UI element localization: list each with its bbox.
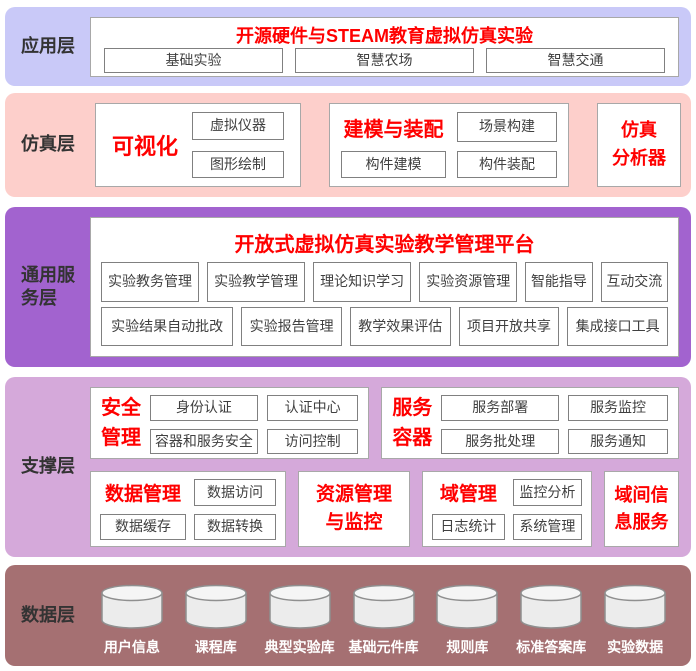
database-label: 标准答案库 [516,639,587,655]
application-items-row: 基础实验 智慧农场 智慧交通 [104,47,665,73]
service-container-title: 服务 容器 [392,397,433,449]
database-label: 典型实验库 [264,639,335,655]
service-platform-title: 开放式虚拟仿真实验教学管理平台 [234,234,535,256]
service-row-2: 实验结果自动批改 实验报告管理 教学效果评估 项目开放共享 集成接口工具 [101,306,668,346]
database-icon [101,584,163,629]
database-label: 课程库 [194,639,237,655]
database-icon [185,584,247,629]
visualization-item-virtual-instrument: 虚拟仪器 [192,112,284,140]
domain-item-monitor-analysis: 监控分析 [512,479,582,506]
resource-monitoring-panel: 资源管理 与监控 [298,471,410,547]
layer-simulation: 仿真层 可视化 虚拟仪器 图形绘制 建模与装配 场景构建 构件建模 构件装配 仿… [5,93,691,197]
visualization-title: 可视化 [111,134,178,159]
database-label: 规则库 [446,639,489,655]
support-row-2: 数据管理 数据访问 数据缓存 数据转换 资源管理 与监控 域管理 监控分析 日志… [90,471,679,547]
application-panel: 开源硬件与STEAM教育虚拟仿真实验 基础实验 智慧农场 智慧交通 [90,16,679,77]
container-item-deployment: 服务部署 [441,395,560,421]
service-item-open-sharing: 项目开放共享 [458,306,560,346]
service-item-resource-mgmt: 实验资源管理 [419,262,518,302]
security-item-access-control: 访问控制 [266,428,359,454]
simulation-analyzer-title: 仿真 分析器 [612,120,666,168]
service-row-1: 实验教务管理 实验教学管理 理论知识学习 实验资源管理 智能指导 互动交流 [101,262,668,302]
database-icon [352,584,415,629]
security-mgmt-panel: 安全 管理 身份认证 认证中心 容器和服务安全 访问控制 [90,387,370,459]
database-group: 标准答案库 [509,574,593,657]
modeling-assembly-panel: 建模与装配 场景构建 构件建模 构件装配 [329,103,569,187]
layer-application-label: 应用层 [21,35,75,56]
database-group: 用户信息 [90,574,174,657]
support-row-1: 安全 管理 身份认证 认证中心 容器和服务安全 访问控制 服务 容器 [90,387,679,459]
layer-support-label: 支撑层 [21,456,75,477]
layer-support: 支撑层 安全 管理 身份认证 认证中心 容器和服务安全 访问控制 [5,377,691,557]
service-item-effect-evaluation: 教学效果评估 [349,306,451,346]
application-title: 开源硬件与STEAM教育虚拟仿真实验 [236,25,533,46]
service-item-interaction: 互动交流 [600,262,668,302]
security-item-container-security: 容器和服务安全 [150,428,258,454]
domain-item-system-mgmt: 系统管理 [512,514,582,540]
layer-application: 应用层 开源硬件与STEAM教育虚拟仿真实验 基础实验 智慧农场 智慧交通 [5,7,691,86]
layer-simulation-label: 仿真层 [21,134,75,155]
service-item-theory-learning: 理论知识学习 [313,262,412,302]
layer-data-label: 数据层 [21,604,75,625]
application-item-smart-farm: 智慧农场 [295,47,474,73]
resource-monitoring-title: 资源管理 与监控 [315,483,392,534]
container-item-notification: 服务通知 [568,428,668,454]
service-platform-panel: 开放式虚拟仿真实验教学管理平台 实验教务管理 实验教学管理 理论知识学习 实验资… [90,217,679,357]
layer-general-service: 通用服 务层 开放式虚拟仿真实验教学管理平台 实验教务管理 实验教学管理 理论知… [5,207,691,367]
data-mgmt-panel: 数据管理 数据访问 数据缓存 数据转换 [90,471,286,547]
security-item-auth-center: 认证中心 [266,395,359,421]
data-mgmt-title: 数据管理 [105,484,182,505]
database-label: 基础元件库 [348,639,419,655]
security-item-identity-auth: 身份认证 [150,395,258,421]
domain-item-log-statistics: 日志统计 [432,514,505,540]
database-group: 实验数据 [593,574,677,657]
container-item-monitoring: 服务监控 [568,395,668,421]
visualization-items: 虚拟仪器 图形绘制 [192,112,284,178]
domain-mgmt-title: 域管理 [439,484,497,505]
database-group: 基础元件库 [342,574,426,657]
support-content: 安全 管理 身份认证 认证中心 容器和服务安全 访问控制 服务 容器 [90,387,679,547]
layer-data: 数据层 用户信息 课程库 典型实验库 基础元件库 规则库 [5,565,691,666]
modeling-assembly-title: 建模与装配 [343,118,444,141]
inter-domain-service-panel: 域间信 息服务 [604,471,679,547]
service-item-teaching-mgmt: 实验教学管理 [207,262,306,302]
data-item-cache: 数据缓存 [100,514,187,540]
database-icon [436,584,499,629]
simulation-analyzer-panel: 仿真 分析器 [597,103,681,187]
modeling-item-component-modeling: 构件建模 [341,151,446,178]
database-group: 课程库 [174,574,258,657]
service-item-report-mgmt: 实验报告管理 [241,306,342,346]
database-label: 实验数据 [607,639,664,655]
data-item-access: 数据访问 [194,479,276,506]
service-container-panel: 服务 容器 服务部署 服务监控 服务批处理 服务通知 [381,387,679,459]
database-icon [604,584,666,629]
database-group: 规则库 [425,574,509,657]
layer-general-service-label: 通用服 务层 [21,264,75,308]
service-item-auto-grading: 实验结果自动批改 [101,306,234,346]
database-label: 用户信息 [103,639,160,655]
service-item-intelligent-guidance: 智能指导 [525,262,593,302]
data-item-conversion: 数据转换 [194,514,276,540]
service-container-items: 服务部署 服务监控 服务批处理 服务通知 [441,395,668,454]
application-item-smart-traffic: 智慧交通 [486,47,665,73]
visualization-item-graphic-drawing: 图形绘制 [192,150,284,178]
service-item-academic-mgmt: 实验教务管理 [101,262,200,302]
modeling-item-component-assembly: 构件装配 [456,151,557,178]
container-item-batch-processing: 服务批处理 [441,428,560,454]
database-group: 典型实验库 [258,574,342,657]
modeling-item-scene-construction: 场景构建 [456,112,557,143]
service-item-integration-tools: 集成接口工具 [567,306,668,346]
database-row: 用户信息 课程库 典型实验库 基础元件库 规则库 标准答案库 [90,574,677,657]
inter-domain-service-title: 域间信 息服务 [614,485,669,532]
database-icon [268,584,331,629]
security-mgmt-items: 身份认证 认证中心 容器和服务安全 访问控制 [150,395,359,454]
database-icon [520,584,582,629]
application-item-basic-experiment: 基础实验 [104,47,283,73]
security-mgmt-title: 安全 管理 [101,397,141,449]
visualization-panel: 可视化 虚拟仪器 图形绘制 [95,103,301,187]
domain-mgmt-panel: 域管理 监控分析 日志统计 系统管理 [422,471,592,547]
